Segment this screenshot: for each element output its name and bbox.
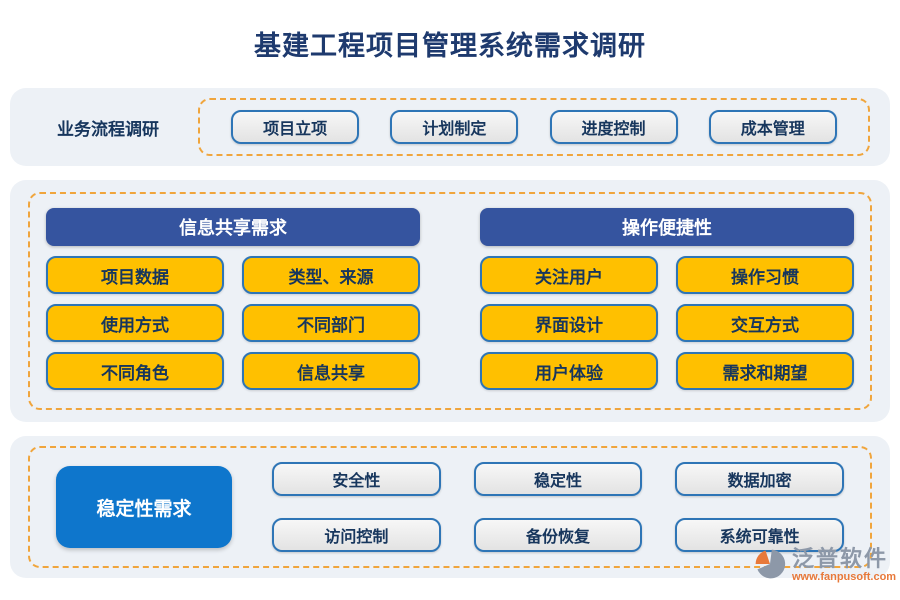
operation-convenience-column: 操作便捷性 关注用户 操作习惯 界面设计 交互方式 用户体验 需求和期望 [480, 208, 854, 394]
stability-items-grid: 安全性 稳定性 数据加密 访问控制 备份恢复 系统可靠性 [272, 462, 844, 552]
need-item-button: 项目数据 [46, 256, 224, 294]
stability-section: 稳定性需求 安全性 稳定性 数据加密 访问控制 备份恢复 系统可靠性 [10, 436, 890, 578]
needs-section: 信息共享需求 项目数据 类型、来源 使用方式 不同部门 不同角色 信息共享 操作… [10, 180, 890, 482]
operation-convenience-header: 操作便捷性 [480, 208, 854, 246]
stability-item-button: 备份恢复 [473, 518, 643, 552]
stability-item-button: 稳定性 [473, 462, 643, 496]
process-item-button: 项目立项 [231, 110, 360, 144]
process-item-button: 进度控制 [549, 110, 678, 144]
need-item-button: 用户体验 [480, 352, 658, 390]
need-item-button: 关注用户 [480, 256, 658, 294]
need-item-button: 信息共享 [242, 352, 420, 390]
process-item-button: 计划制定 [390, 110, 519, 144]
need-item-button: 不同角色 [46, 352, 224, 390]
process-section-label: 业务流程调研 [57, 119, 159, 139]
stability-label-button: 稳定性需求 [56, 466, 232, 548]
need-item-button: 不同部门 [242, 304, 420, 342]
stability-item-button: 系统可靠性 [675, 518, 844, 552]
process-item-button: 成本管理 [708, 110, 837, 144]
stability-dashed-group: 稳定性需求 安全性 稳定性 数据加密 访问控制 备份恢复 系统可靠性 [28, 446, 872, 568]
need-item-button: 界面设计 [480, 304, 658, 342]
info-sharing-column: 信息共享需求 项目数据 类型、来源 使用方式 不同部门 不同角色 信息共享 [46, 208, 420, 394]
process-dashed-group: 项目立项 计划制定 进度控制 成本管理 [198, 98, 870, 156]
brand-name: 泛普软件 [792, 546, 889, 571]
stability-item-button: 访问控制 [272, 518, 441, 552]
needs-dashed-group: 信息共享需求 项目数据 类型、来源 使用方式 不同部门 不同角色 信息共享 操作… [28, 192, 872, 410]
stability-item-button: 数据加密 [675, 462, 844, 496]
brand-url: www.fanpusoft.com [792, 571, 897, 584]
brand-text-block: 泛普软件 www.fanpusoft.com [792, 546, 896, 583]
info-sharing-header: 信息共享需求 [46, 208, 420, 246]
need-item-button: 操作习惯 [676, 256, 854, 294]
need-item-button: 类型、来源 [242, 256, 420, 294]
need-item-button: 需求和期望 [676, 352, 854, 390]
fanpu-logo-icon [755, 549, 786, 579]
need-item-button: 使用方式 [46, 304, 224, 342]
stability-item-button: 安全性 [272, 462, 441, 496]
need-item-button: 交互方式 [676, 304, 854, 342]
page-title: 基建工程项目管理系统需求调研 [254, 31, 646, 61]
process-section: 业务流程调研 项目立项 计划制定 进度控制 成本管理 [10, 88, 890, 166]
brand-logo: 泛普软件 www.fanpusoft.com [752, 546, 896, 583]
